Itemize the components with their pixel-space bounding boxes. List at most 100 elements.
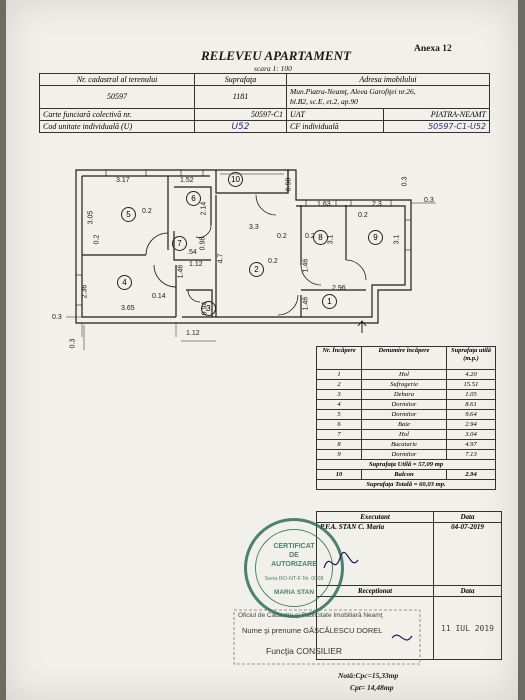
label-cadastral: Nr. cadastral al terenului bbox=[39, 73, 195, 86]
room-number-2: 2 bbox=[249, 262, 264, 277]
room-area: 2.94 bbox=[446, 419, 496, 430]
room-name: Hol bbox=[361, 429, 447, 440]
address-line1: Mun.Piatra-Neamţ, Aleea Garofiţei nr.26, bbox=[290, 87, 416, 96]
dim-label: 3.1 bbox=[327, 234, 335, 245]
room-name: Debara bbox=[361, 389, 447, 400]
col-name: Denumire încăpere bbox=[361, 346, 447, 370]
room-no: 2 bbox=[316, 379, 362, 390]
col-no: Nr. Încăpere bbox=[316, 346, 362, 370]
room-name: Sufragerie bbox=[361, 379, 447, 390]
annex-label: Anexa 12 bbox=[414, 44, 452, 54]
dim-label: 3.17 bbox=[116, 177, 130, 184]
room-area: 15.51 bbox=[446, 379, 496, 390]
stamp-line1: CERTIFICAT bbox=[273, 543, 315, 550]
balcony-area: 2.94 bbox=[446, 469, 496, 480]
document-sheet: RELEVEU APARTAMENT Anexa 12 scara 1: 100… bbox=[6, 0, 518, 700]
signature-table: Executant Data P.F.A. STAN C. Maria 04-0… bbox=[316, 511, 502, 660]
dim-label: 0.14 bbox=[152, 293, 166, 300]
balcony-no: 10 bbox=[316, 469, 362, 480]
room-name: Bucatarie bbox=[361, 439, 447, 450]
room-no: 4 bbox=[316, 399, 362, 410]
door-swing bbox=[145, 232, 169, 256]
room-no: 1 bbox=[316, 369, 362, 380]
room-no: 6 bbox=[316, 419, 362, 430]
room-number-10: 10 bbox=[228, 172, 243, 187]
label-date: Data bbox=[433, 511, 502, 523]
door-swing bbox=[300, 264, 322, 286]
room-no: 8 bbox=[316, 439, 362, 450]
door-swing bbox=[277, 294, 299, 316]
room-area: 4.97 bbox=[446, 439, 496, 450]
dim-label: 0.3 bbox=[424, 197, 434, 204]
reception-date: 11 IUL 2019 bbox=[433, 596, 502, 660]
office-stamp-frame bbox=[233, 609, 421, 665]
office-name: Oficiul de Cadastru şi Publicitate Imobi… bbox=[238, 612, 383, 619]
dim-label: 2.14 bbox=[200, 201, 208, 216]
room-area: 4.20 bbox=[446, 369, 496, 380]
room-number-3: 3 bbox=[201, 301, 216, 316]
wall-bath bbox=[174, 186, 212, 225]
room-number-4: 4 bbox=[117, 275, 132, 290]
room-name: Dormitor bbox=[361, 449, 447, 460]
dim-label: 1.52 bbox=[180, 177, 194, 184]
cadastre-table: Nr. cadastral al terenului Suprafaţa Adr… bbox=[39, 73, 490, 133]
dim-label: 0.2 bbox=[305, 233, 315, 240]
room-area: 7.13 bbox=[446, 449, 496, 460]
room-area: 1.05 bbox=[446, 389, 496, 400]
dim-label: 0.3 bbox=[69, 338, 77, 349]
room-number-8: 8 bbox=[313, 230, 328, 245]
room-number-9: 9 bbox=[368, 230, 383, 245]
door-swing bbox=[195, 224, 212, 238]
dim-label: .54 bbox=[187, 249, 197, 256]
dim-label: 0.2 bbox=[277, 233, 287, 240]
dim-label: 0.98 bbox=[199, 236, 207, 251]
label-executant: Executant bbox=[316, 511, 434, 523]
certification-stamp: CERTIFICAT DE AUTORIZARE Seria RO-NT-F N… bbox=[244, 518, 344, 618]
dim-label: 1.12 bbox=[189, 261, 203, 268]
dim-label: 3.1 bbox=[393, 234, 401, 245]
window bbox=[75, 274, 83, 306]
label-cf-individual: CF individuală bbox=[286, 120, 384, 133]
balcony-outline bbox=[216, 169, 289, 193]
window bbox=[180, 169, 204, 177]
room-name: Dormitor bbox=[361, 409, 447, 420]
outer-wall-inner bbox=[81, 175, 406, 318]
window bbox=[404, 219, 412, 251]
dim-label: 0.3 bbox=[401, 176, 409, 187]
stamp-line3: AUTORIZARE bbox=[271, 561, 317, 568]
room-number-6: 6 bbox=[186, 191, 201, 206]
room-no: 3 bbox=[316, 389, 362, 400]
room-number-1: 1 bbox=[322, 294, 337, 309]
room-area: 8.61 bbox=[446, 399, 496, 410]
label-date2: Data bbox=[433, 585, 502, 597]
stamp-line4: Seria RO-NT-F Nr. 0008 bbox=[264, 576, 324, 582]
label-surface: Suprafaţa bbox=[194, 73, 287, 86]
door-swing bbox=[345, 259, 367, 281]
label-unit-code: Cod unitate individuală (U) bbox=[39, 120, 195, 133]
receptionist-function: Funcţia CONSILIER bbox=[266, 646, 343, 656]
room-no: 7 bbox=[316, 429, 362, 440]
dim-label: 1.12 bbox=[186, 330, 200, 337]
dim-label: 0.3 bbox=[52, 314, 62, 321]
door-swing bbox=[187, 289, 201, 303]
scale-label: scara 1: 100 bbox=[254, 64, 292, 73]
dim-label: 2.3 bbox=[372, 201, 382, 208]
room-name: Baie bbox=[361, 419, 447, 430]
stamp-line5: MARIA STAN bbox=[273, 589, 315, 596]
dim-label: 1.46 bbox=[302, 296, 310, 311]
door-swing bbox=[153, 264, 177, 288]
stamp-line2: DE bbox=[289, 552, 299, 559]
uat-value: PIATRA-NEAMT bbox=[383, 108, 490, 121]
label-cf-collective: Carte funciară colectivă nr. bbox=[39, 108, 195, 121]
note-cpc: Notă:Cpc=15,33mp bbox=[338, 671, 399, 680]
executant-date: 04-07-2019 bbox=[433, 522, 502, 586]
balcony-name: Balcon bbox=[361, 469, 447, 480]
